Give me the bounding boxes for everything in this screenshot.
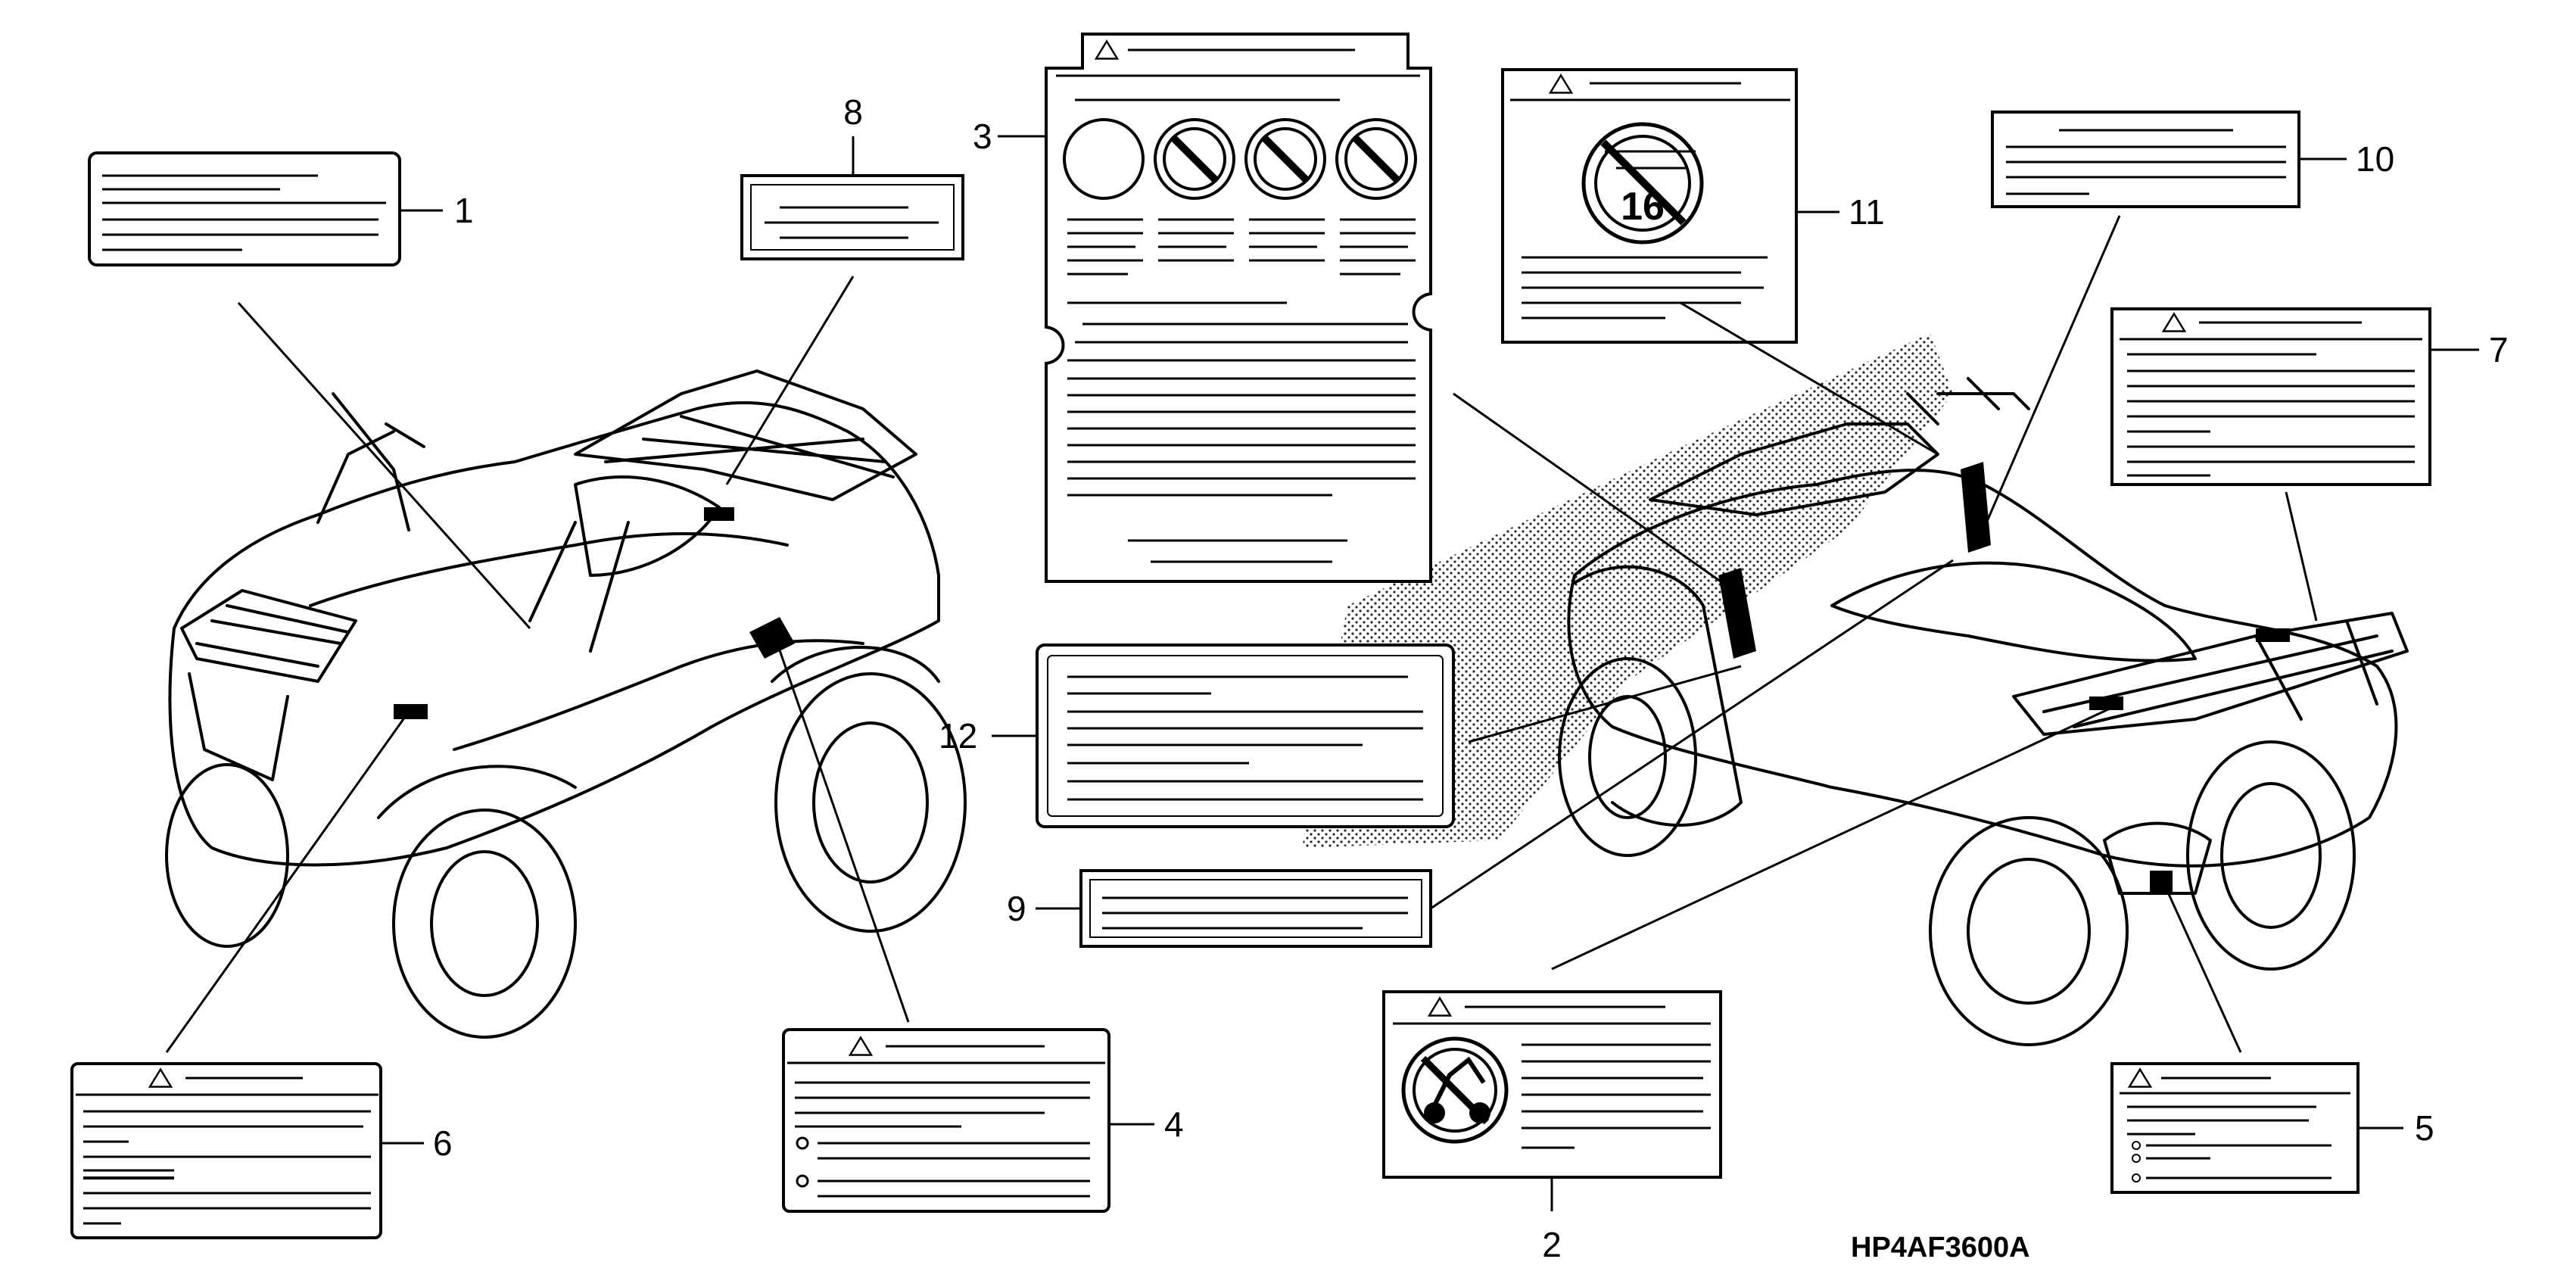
label-4 [782,1028,1110,1213]
callout-4: 4 [1164,1105,1184,1144]
no-passenger-icon [1401,1036,1509,1144]
part-code: HP4AF3600A [1851,1232,2030,1264]
label-3 [1045,33,1432,583]
label-6 [70,1062,382,1239]
callout-1: 1 [454,191,474,230]
callout-5: 5 [2415,1108,2434,1148]
label-12 [1036,644,1455,828]
callout-3: 3 [973,117,992,156]
bullet-icon [2132,1154,2141,1163]
atv-front-view [165,369,967,1039]
callout-11: 11 [1849,192,1885,232]
label-9 [1079,869,1432,948]
age-label: 16 [1621,185,1665,229]
circle-icon [1063,118,1145,200]
callout-12: 12 [939,716,977,756]
no-entry-icon [1335,118,1417,200]
callout-6: 6 [433,1123,453,1163]
callout-numbers: 1 2 3 4 5 6 7 8 9 10 11 12 [433,92,2509,1264]
callout-9: 9 [1007,889,1026,928]
bullet-icon [796,1136,809,1150]
label-5 [2110,1062,2360,1194]
label-1 [88,151,401,266]
bullet-icon [796,1174,809,1188]
label-8 [740,174,964,260]
leader-lines [165,135,2479,1211]
label-7 [2110,307,2431,486]
age-16-prohibition-icon: 16 [1581,122,1704,245]
callout-7: 7 [2489,330,2509,369]
bullet-icon [2132,1141,2141,1150]
label-2 [1382,990,1722,1179]
no-entry-icon [1154,118,1235,200]
callout-10: 10 [2356,139,2394,179]
callout-2: 2 [1542,1225,1562,1264]
bullet-icon [2132,1173,2141,1183]
no-entry-icon [1244,118,1326,200]
callout-8: 8 [843,92,863,132]
label-10 [1991,111,2300,208]
label-11: 16 [1501,68,1798,344]
